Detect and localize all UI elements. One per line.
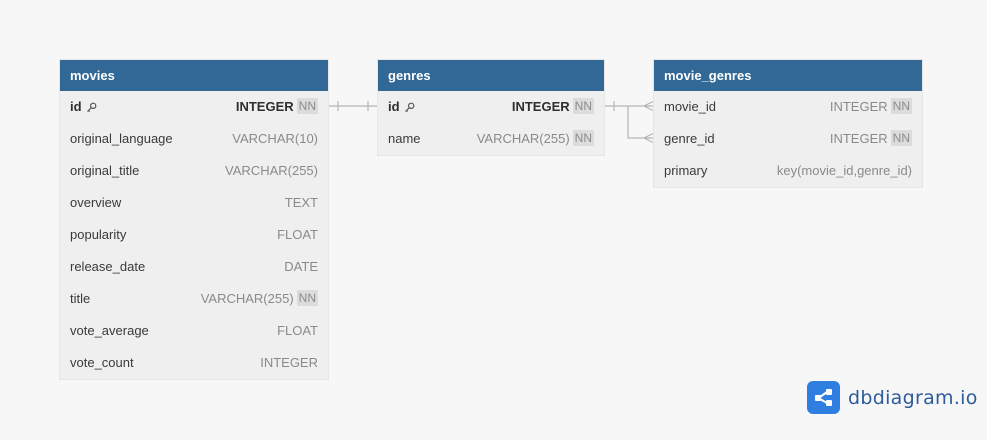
column-name: original_language <box>70 131 173 146</box>
column-type: INTEGER <box>260 355 318 370</box>
column-type: key(movie_id,genre_id) <box>776 163 912 178</box>
column-name: id <box>70 99 82 114</box>
table-header-genres[interactable]: genres <box>378 60 604 91</box>
column-row-primary[interactable]: primary key(movie_id,genre_id) <box>654 155 922 187</box>
column-type: FLOAT <box>277 227 318 242</box>
column-name: id <box>388 99 400 114</box>
column-row-vote-average[interactable]: vote_average FLOAT <box>60 315 328 347</box>
share-nodes-icon <box>807 381 840 414</box>
column-type: TEXT <box>284 195 318 210</box>
column-row-release-date[interactable]: release_date DATE <box>60 251 328 283</box>
column-row-vote-count[interactable]: vote_count INTEGER <box>60 347 328 379</box>
column-name-wrap: id <box>388 91 415 123</box>
connector-many-marker-movie-id <box>642 100 655 112</box>
column-name: original_title <box>70 163 140 178</box>
column-name: movie_id <box>664 99 717 114</box>
column-name: vote_count <box>70 355 134 370</box>
column-row-name[interactable]: name VARCHAR(255)NN <box>378 123 604 155</box>
column-type: VARCHAR(255) <box>225 163 318 178</box>
column-name: title <box>70 291 91 306</box>
not-null-badge: NN <box>890 98 912 114</box>
column-type: INTEGER <box>235 99 294 114</box>
not-null-badge: NN <box>296 290 318 306</box>
column-type: VARCHAR(255) <box>476 131 570 146</box>
column-type: DATE <box>284 259 318 274</box>
not-null-badge: NN <box>572 130 594 146</box>
column-row-original-title[interactable]: original_title VARCHAR(255) <box>60 155 328 187</box>
connector-genres-genre-id <box>627 106 654 139</box>
column-row-popularity[interactable]: popularity FLOAT <box>60 219 328 251</box>
not-null-badge: NN <box>890 130 912 146</box>
not-null-badge: NN <box>572 98 594 114</box>
connector-many-marker-genre-id <box>642 132 655 144</box>
column-name: genre_id <box>664 131 715 146</box>
brand-name: dbdiagram.io <box>848 386 978 409</box>
column-row-overview[interactable]: overview TEXT <box>60 187 328 219</box>
brand-logo[interactable]: dbdiagram.io <box>807 381 978 414</box>
column-type: INTEGER <box>829 99 888 114</box>
column-name: primary <box>664 163 708 178</box>
column-name: popularity <box>70 227 127 242</box>
column-type: INTEGER <box>829 131 888 146</box>
column-name: release_date <box>70 259 146 274</box>
column-type: FLOAT <box>277 323 318 338</box>
column-name: name <box>388 131 421 146</box>
column-row-title[interactable]: title VARCHAR(255)NN <box>60 283 328 315</box>
key-icon <box>404 102 414 113</box>
column-type-wrap: VARCHAR(255)NN <box>201 283 318 315</box>
logo-glyph <box>815 389 832 406</box>
column-name: vote_average <box>70 323 149 338</box>
column-name: overview <box>70 195 122 210</box>
column-type: INTEGER <box>511 99 570 114</box>
table-header-movie-genres[interactable]: movie_genres <box>654 60 922 91</box>
key-icon <box>86 102 96 113</box>
column-row-original-language[interactable]: original_language VARCHAR(10) <box>60 123 328 155</box>
not-null-badge: NN <box>296 98 318 114</box>
column-type: VARCHAR(10) <box>232 131 318 146</box>
column-type-wrap: VARCHAR(255)NN <box>477 123 594 155</box>
column-type: VARCHAR(255) <box>200 291 294 306</box>
column-name-wrap: id <box>70 91 97 123</box>
table-header-movies[interactable]: movies <box>60 60 328 91</box>
